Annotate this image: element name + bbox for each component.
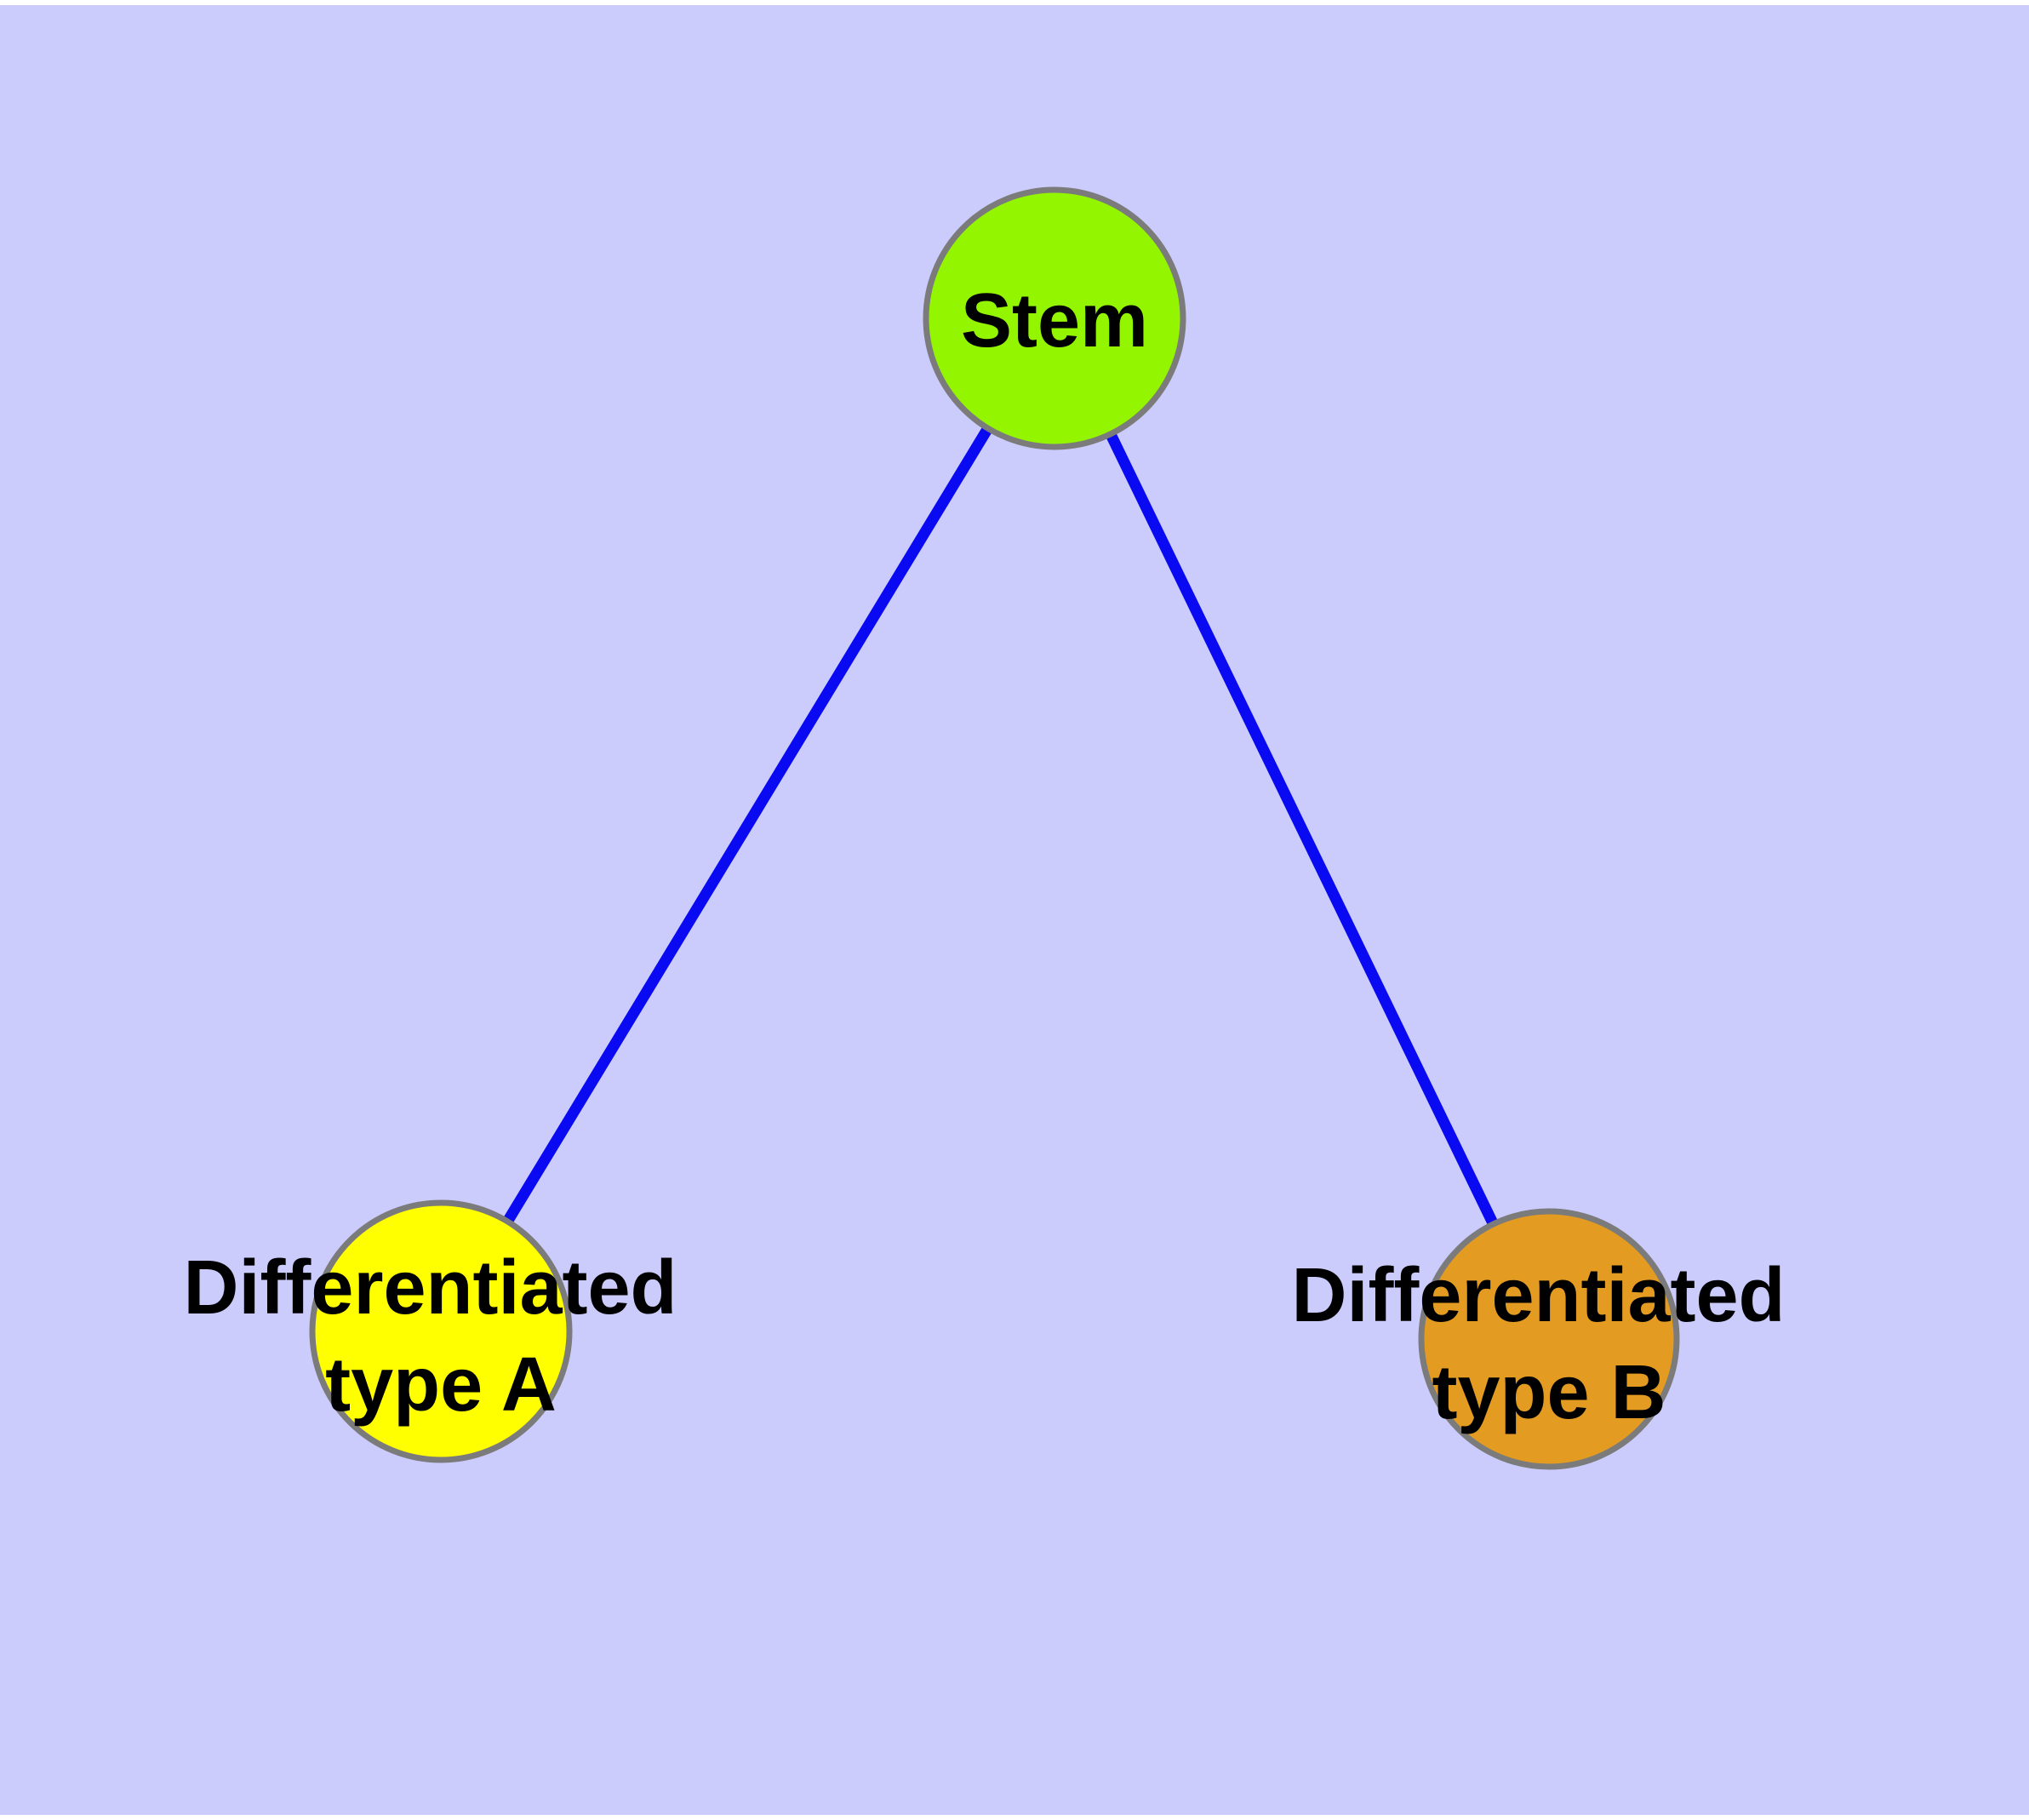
node-type-a-label-line1: Differentiated — [183, 1245, 677, 1331]
edge-stem-to-type-b — [1049, 316, 1554, 1342]
node-type-a-label: Differentiated type A — [183, 1245, 698, 1428]
node-type-b-label-line2: type B — [1432, 1350, 1666, 1435]
node-type-b-label: Differentiated type B — [1291, 1253, 1806, 1435]
node-differentiated-type-a — [309, 1199, 573, 1463]
node-stem — [923, 186, 1186, 450]
node-differentiated-type-b — [1418, 1208, 1680, 1470]
node-stem-label: Stem — [961, 278, 1148, 363]
edge-stem-to-type-a — [436, 315, 1060, 1335]
node-type-a-label-line2: type A — [325, 1342, 557, 1428]
node-type-b-label-line1: Differentiated — [1291, 1253, 1785, 1338]
